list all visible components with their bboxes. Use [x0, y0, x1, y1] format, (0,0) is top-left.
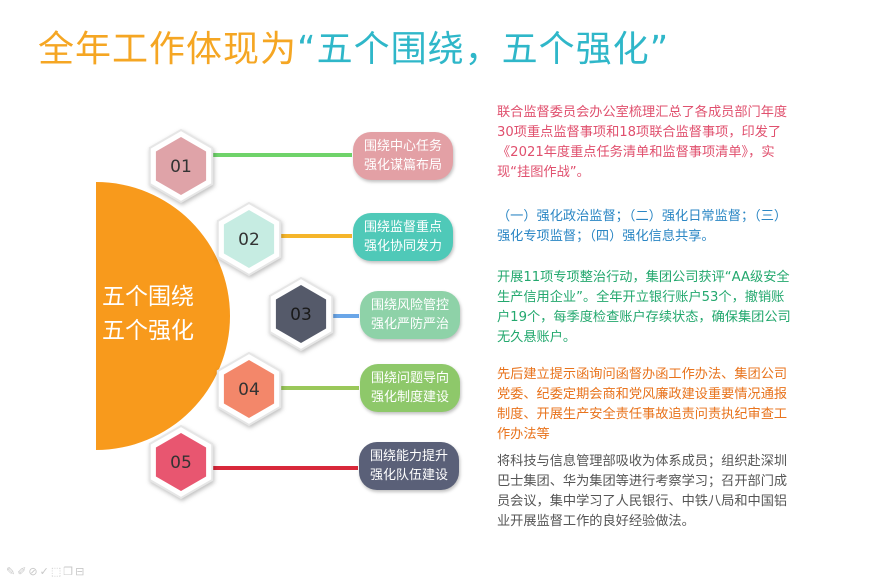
hexagon-fill-4	[223, 360, 275, 418]
slide-toolbar-icons[interactable]: ✎✐⊘✓⬚❐⊟	[6, 565, 87, 578]
title-main: 全年工作体现为	[38, 29, 298, 70]
item-02-label-line2: 强化协同发力	[363, 239, 442, 254]
item-03-label: 围绕风险管控强化严防严治	[360, 291, 460, 339]
item-04-description: 先后建立提示函询问函督办函工作办法、集团公司党委、纪委定期会商和党风廉政建设重要…	[497, 367, 788, 442]
title-quoted: “五个围绕，五个强化”	[297, 29, 670, 70]
item-05-label-line1: 围绕能力提升	[369, 449, 448, 464]
item-03-label-line1: 围绕风险管控	[370, 298, 449, 313]
item-05-number: 05	[170, 453, 192, 473]
item-05-description: 将科技与信息管理部吸收为体系成员；组织赴深圳巴士集团、华为集团等进行考察学习；召…	[497, 454, 788, 529]
hexagon-fill-2	[223, 210, 275, 268]
hexagon-fill-1	[155, 137, 207, 195]
item-02-description: （一）强化政治监督；（二）强化日常监督；（三）强化专项监督；（四）强化信息共享。	[497, 209, 788, 244]
item-05-label: 围绕能力提升强化队伍建设	[359, 442, 459, 490]
item-04-label-line2: 强化制度建设	[370, 390, 449, 405]
item-05-label-line2: 强化队伍建设	[369, 468, 448, 483]
item-01-label-line2: 强化谋篇布局	[363, 158, 442, 173]
slide-title: 全年工作体现为“五个围绕，五个强化”	[38, 20, 669, 72]
item-04-number: 04	[238, 380, 260, 400]
center-label-line2: 五个强化	[102, 318, 194, 344]
item-02-number: 02	[238, 230, 260, 250]
center-circle	[96, 182, 230, 450]
item-01-description: 联合监督委员会办公室梳理汇总了各成员部门年度30项重点监督事项和18项联合监督事…	[497, 105, 788, 180]
center-label: 五个围绕 五个强化	[92, 280, 204, 348]
item-02-label-line1: 围绕监督重点	[363, 220, 442, 235]
hexagon-fill-3	[275, 285, 327, 343]
item-01-label: 围绕中心任务强化谋篇布局	[353, 132, 453, 180]
item-04-label-line1: 围绕问题导向	[370, 371, 449, 386]
item-03-description: 开展11项专项整治行动，集团公司获评“AA级安全生产信用企业”。全年开立银行账户…	[497, 270, 791, 345]
center-label-line1: 五个围绕	[102, 284, 194, 310]
item-03-label-line2: 强化严防严治	[370, 317, 449, 332]
item-01-number: 01	[170, 157, 192, 177]
item-04-label: 围绕问题导向强化制度建设	[360, 364, 460, 412]
hexagon-fill-5	[155, 433, 207, 491]
item-01-label-line1: 围绕中心任务	[363, 139, 442, 154]
item-02-label: 围绕监督重点强化协同发力	[353, 213, 453, 261]
item-03-number: 03	[290, 305, 312, 325]
